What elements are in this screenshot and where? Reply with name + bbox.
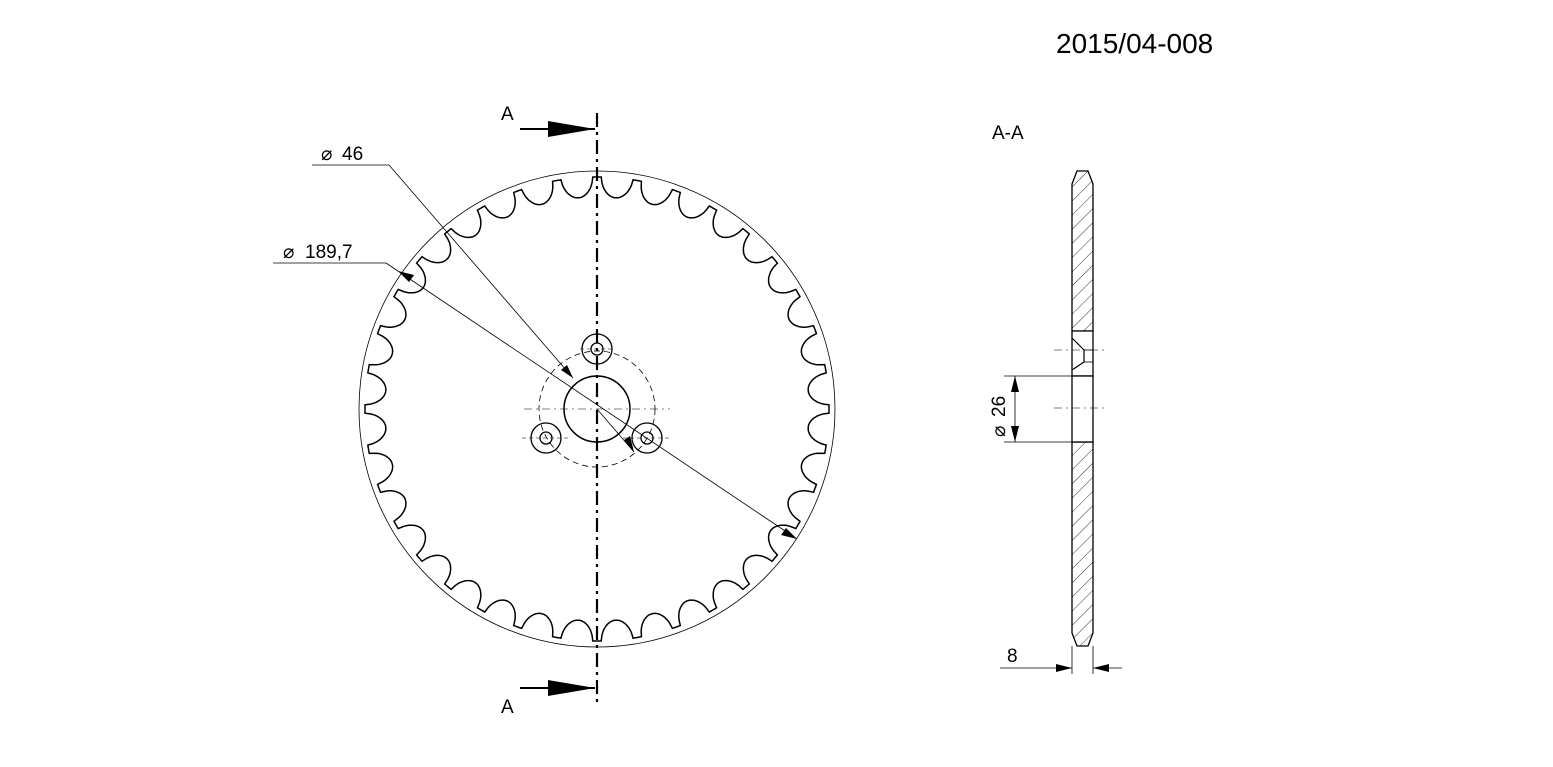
section-view-title: A-A (992, 123, 1024, 144)
section-bore-zone (1071, 375, 1094, 443)
section-view: A-A ⌀ 26 (989, 123, 1122, 674)
dimension-outer: ⌀ 189,7 (273, 242, 798, 540)
countersink-profile (1071, 337, 1085, 371)
drawing-number: 2015/04-008 (1056, 28, 1213, 59)
section-marker-bottom: A (501, 697, 514, 718)
bolt-hole-left (522, 422, 570, 454)
dimension-hub-symbol: ⌀ (321, 144, 332, 165)
dimension-bore-value: 26 (989, 396, 1010, 417)
dimension-bore: ⌀ 26 (989, 375, 1072, 443)
section-arrow-bottom (520, 680, 595, 696)
section-plate-upper (1071, 170, 1094, 332)
section-countersink-zone (1071, 330, 1094, 377)
dimension-hub-value: 46 (342, 144, 363, 165)
dimension-thickness: 8 (1000, 646, 1122, 674)
dimension-outer-symbol: ⌀ (283, 242, 294, 263)
section-marker-top: A (501, 104, 514, 125)
front-view: A A ⌀ 46 ⌀ 189,7 (273, 104, 836, 718)
dimension-bore-symbol: ⌀ (989, 426, 1010, 437)
dimension-thickness-value: 8 (1007, 646, 1018, 667)
sprocket-tooth-profile (364, 176, 830, 642)
section-plate-lower (1071, 441, 1094, 647)
section-arrow-top (520, 121, 595, 137)
dimension-outer-value: 189,7 (305, 242, 353, 263)
dimension-hub: ⌀ 46 (312, 144, 635, 453)
